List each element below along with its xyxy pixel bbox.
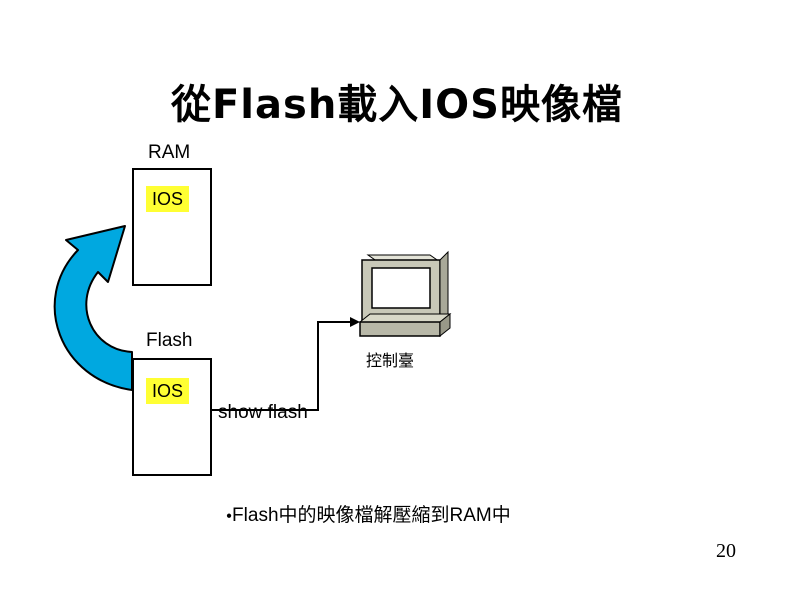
flash-ios-label: IOS [146,378,190,404]
flash-box [132,358,212,476]
page-number: 20 [716,540,736,562]
bullet-icon: ● [226,510,233,522]
command-label: show flash [218,402,308,423]
console-label: 控制臺 [366,351,415,370]
bullet-text: Flash中的映像檔解壓縮到RAM中 [232,505,511,526]
bullet-item: ●Flash中的映像檔解壓縮到RAM中 [226,500,511,527]
flash-label: Flash [146,330,193,351]
ram-ios-label: IOS [146,186,190,212]
computer-terminal-icon [358,250,452,338]
page-title: 從Flash載入IOS映像檔 [170,82,623,128]
ram-label: RAM [148,142,191,163]
connector-arrowhead [350,317,360,327]
curved-arrow-icon [53,225,133,391]
connector-line [212,321,352,411]
